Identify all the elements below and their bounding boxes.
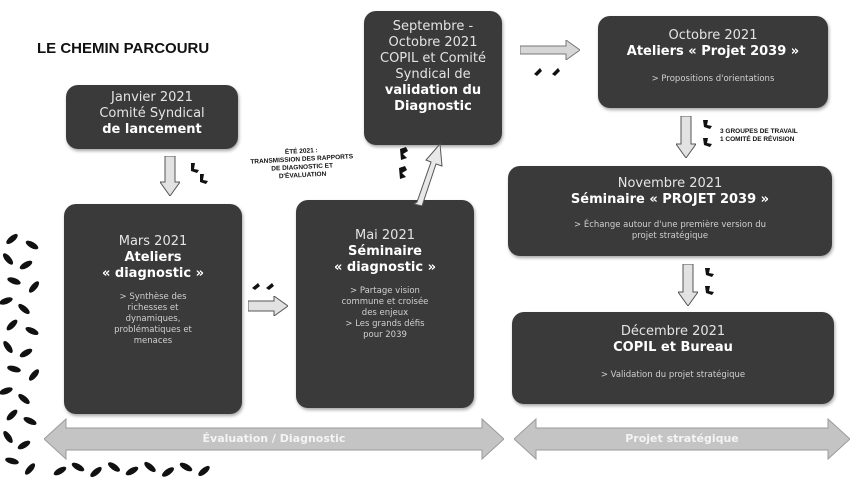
step-title-line: Séminaire xyxy=(348,244,422,259)
step-title-line: Diagnostic xyxy=(394,99,472,114)
arrow-down-icon xyxy=(676,116,696,158)
step-octobre-2021: Octobre 2021 Ateliers « Projet 2039 » > … xyxy=(598,16,828,108)
note-line: 3 GROUPES DE TRAVAIL xyxy=(720,128,798,135)
step-description-line: > Synthèse des xyxy=(119,292,187,302)
people-icon xyxy=(534,68,560,76)
step-date: Octobre 2021 xyxy=(668,28,758,43)
step-description-line: > Les grands défis xyxy=(345,319,425,329)
step-description-line: > Propositions d'orientations xyxy=(651,74,775,84)
step-description-line: > Validation du projet stratégique xyxy=(600,370,746,380)
step-title-line: « diagnostic » xyxy=(334,260,436,275)
step-date: Mars 2021 xyxy=(118,234,188,249)
step-description-line: dynamiques, xyxy=(125,314,181,324)
step-description-line: richesses et xyxy=(127,303,179,313)
band-evaluation-diagnostic xyxy=(44,418,504,460)
step-title-line: Séminaire « PROJET 2039 » xyxy=(570,192,770,207)
people-icon xyxy=(252,283,274,290)
step-title-line: validation du xyxy=(384,83,482,98)
note-ete-2021: ÉTÉ 2021 : TRANSMISSION DES RAPPORTS DE … xyxy=(243,145,361,183)
arrow-down-icon xyxy=(160,156,180,196)
step-mars-2021: Mars 2021 Ateliers « diagnostic » > Synt… xyxy=(64,204,242,414)
step-description-line: pour 2039 xyxy=(363,330,407,340)
arrow-up-diagonal-icon xyxy=(412,142,443,206)
leaf-pattern-bottom-decoration xyxy=(53,461,210,478)
band-label-projet-strategique: Projet stratégique xyxy=(625,432,739,445)
people-icon xyxy=(705,268,714,295)
step-description-line: commune et croisée xyxy=(341,297,429,307)
step-janvier-2021: Janvier 2021 Comité Syndical de lancemen… xyxy=(66,85,238,149)
step-description-line: projet stratégique xyxy=(631,231,709,241)
step-date: Novembre 2021 xyxy=(617,176,723,191)
step-title-line: Ateliers « Projet 2039 » xyxy=(626,44,800,59)
step-septembre-octobre-2021: Septembre - Octobre 2021 COPIL et Comité… xyxy=(364,11,502,145)
step-date: Janvier 2021 xyxy=(111,90,193,105)
arrow-down-icon xyxy=(678,264,698,306)
step-title-line: Comité Syndical xyxy=(99,106,205,121)
page-title: LE CHEMIN PARCOURU xyxy=(37,40,210,57)
step-description-line: > Partage vision xyxy=(350,286,420,296)
people-icon xyxy=(191,163,208,184)
people-icon xyxy=(399,147,408,179)
band-projet-strategique xyxy=(514,418,850,460)
note-line: 1 COMITÉ DE RÉVISION xyxy=(720,136,795,143)
step-title-line: « diagnostic » xyxy=(102,266,204,281)
step-description-line: problématiques et xyxy=(114,325,192,335)
band-label-evaluation-diagnostic: Évaluation / Diagnostic xyxy=(202,432,346,445)
step-date: Octobre 2021 xyxy=(388,35,478,50)
step-title-line: COPIL et Comité xyxy=(380,51,486,66)
step-description-line: menaces xyxy=(133,336,173,346)
step-date: Décembre 2021 xyxy=(620,324,726,339)
step-novembre-2021: Novembre 2021 Séminaire « PROJET 2039 » … xyxy=(508,166,832,256)
step-decembre-2021: Décembre 2021 COPIL et Bureau > Validati… xyxy=(512,312,834,404)
step-date: Septembre - xyxy=(392,19,474,34)
step-title-line: de lancement xyxy=(102,122,202,137)
step-description-line: > Échange autour d'une première version … xyxy=(574,220,766,230)
step-title-line: Ateliers xyxy=(124,250,182,265)
arrow-right-icon xyxy=(520,40,580,60)
leaf-pattern-decoration xyxy=(0,233,40,475)
step-date: Mai 2021 xyxy=(354,228,415,243)
step-description-line: des enjeux xyxy=(361,308,409,318)
step-title-line: Syndical de xyxy=(395,67,471,82)
step-mai-2021: Mai 2021 Séminaire « diagnostic » > Part… xyxy=(296,200,474,408)
people-icon xyxy=(703,120,712,147)
arrow-right-icon xyxy=(248,296,288,316)
step-title-line: COPIL et Bureau xyxy=(613,340,733,355)
note-groupes-travail: 3 GROUPES DE TRAVAIL 1 COMITÉ DE RÉVISIO… xyxy=(720,128,832,144)
